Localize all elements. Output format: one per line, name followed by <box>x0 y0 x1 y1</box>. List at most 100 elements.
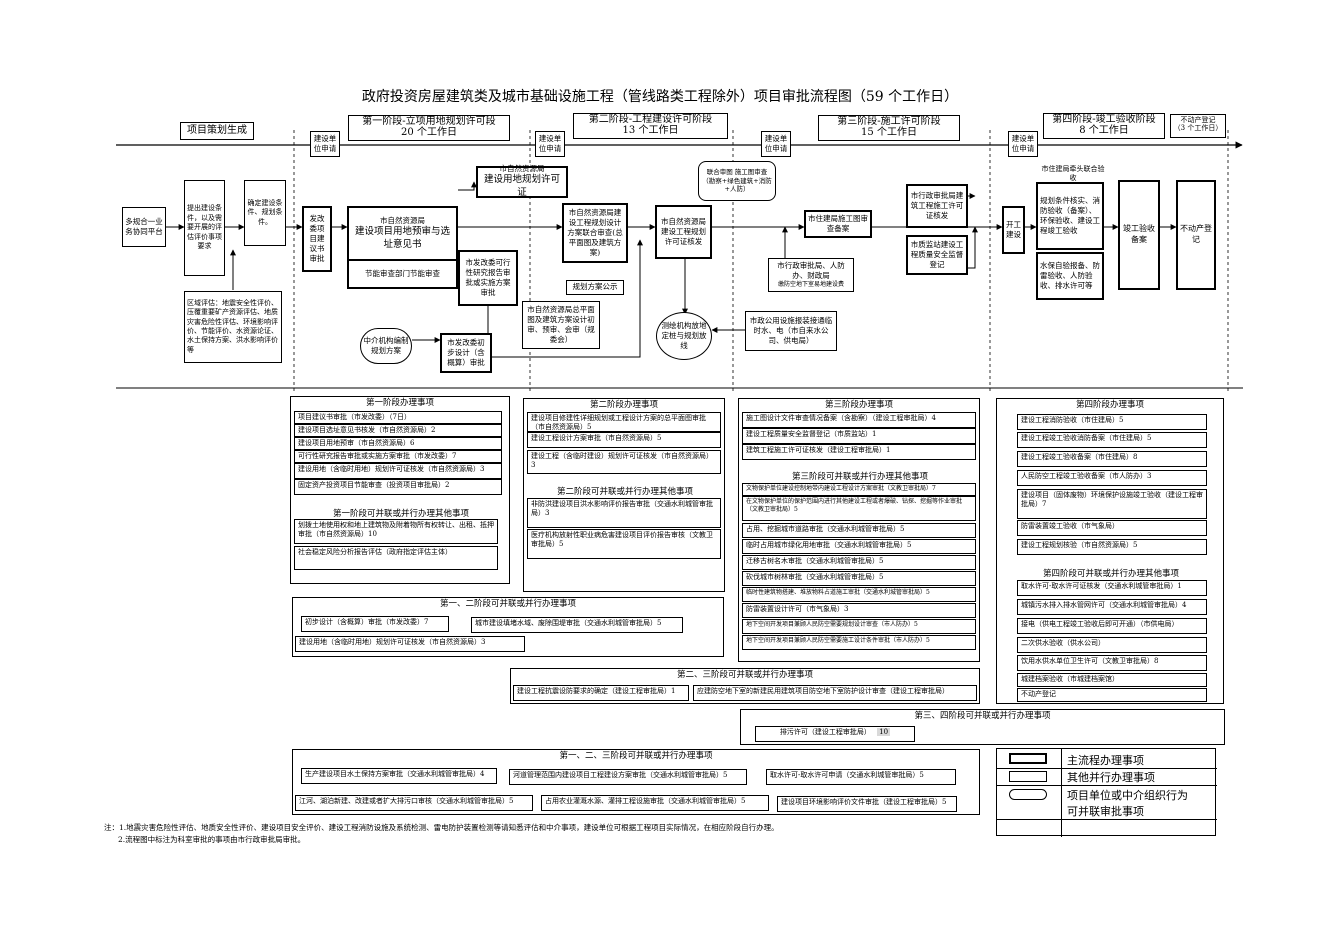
panel-stage4-item: 建设工程规划核验（市自然资源局）5 <box>1017 539 1207 555</box>
fgw-feasibility-box: 市发改委可行性研究报告审批或实施方案审批 <box>458 250 518 306</box>
legend-row-divider <box>997 819 1217 820</box>
plan-review-box: 市自然资源局总平面图及建筑方案设计初审、预审、会审（规委会） <box>522 301 600 349</box>
panel-stage3-title: 第三阶段办理事项 <box>824 400 893 410</box>
panel-stage3-subitem: 防雷装置设计许可（市气象局）3 <box>742 603 976 618</box>
completion-filing-box: 竣工验收备案 <box>1118 180 1160 290</box>
panel-stage4-item: 建设工程竣工验收消防备案（市住建局）5 <box>1017 432 1207 448</box>
panel-stage34-item-label: 排污许可（建设工程审批局） <box>779 728 871 736</box>
legend-main-label: 主流程办理事项 <box>1067 754 1144 767</box>
panel-stage34-item-days: 10 <box>877 728 891 736</box>
legend: 主流程办理事项 其他并行办理事项 项目单位或中介组织行为 可并联审批事项 <box>996 748 1217 837</box>
agency-box: 中介机构编制规划方案 <box>360 328 412 364</box>
utilities-box: 市政公用设施报装接通临时水、电（市自来水公司、供电局） <box>745 311 837 351</box>
water-accept-box: 水保自验报备、防雷验收、人防验收、排水许可等 <box>1036 252 1104 300</box>
panel-stage123-item: 生产建设项目水土保持方案审批（交通水利城管审批局）4 <box>301 768 497 784</box>
stage-1: 第一阶段-立项用地规划许可段 20 个工作日 <box>348 115 510 141</box>
plan-public-box: 规划方案公示 <box>566 280 624 295</box>
land-permit-box: 市自然资源局 建设用地规划许可证 <box>476 164 568 198</box>
panel-stage23: 第二、三阶段可并联或并行办理事项 建设工程抗震设防要求的确定（建设工程审批局）1… <box>510 668 980 704</box>
panel-stage4-item: 建设项目（固体废物）环境保护设施竣工验收（建设工程审批局）7 <box>1017 489 1207 519</box>
panel-stage1-item: 建设项目用地预审（市自然资源局）6 <box>294 437 502 450</box>
quality-supervision-box: 市质监站建设工程质量安全监督登记 <box>906 235 968 275</box>
panel-stage4-subitem: 接电（供电工程竣工验收后即可开通）（市供电局） <box>1017 618 1207 634</box>
panel-stage4-item: 建设工程消防验收（市住建局）5 <box>1017 414 1207 430</box>
legend-row-divider <box>1061 749 1062 837</box>
fgw-design-box: 市发改委初步设计（含概算）审批 <box>440 333 492 373</box>
air-defense-sub: 缴防空地下室易地建设费 <box>777 281 844 289</box>
panel-stage4-title: 第四阶段办理事项 <box>1075 400 1144 410</box>
apply-box-4: 建设单位申请 <box>1008 131 1038 157</box>
legend-parallel-label: 可并联审批事项 <box>1067 805 1144 818</box>
panel-stage3-item: 建设工程质量安全监督登记（市质监站）1 <box>742 428 976 444</box>
panel-stage123-item: 建设项目环境影响评价文件审批（建设工程审批局）5 <box>777 796 957 812</box>
panel-stage3-subitem: 迁移古树名木审批（交通水利城管审批局）5 <box>742 555 976 570</box>
panel-stage1-item: 可行性研究报告审批或实施方案审批（市发改委）7 <box>294 450 502 463</box>
drawing-filing-box: 市住建局施工图审查备案 <box>804 210 872 238</box>
panel-stage1-title: 第一阶段办理事项 <box>365 398 434 408</box>
panel-stage4-subitem: 城镇污水排入排水管网许可（交通水利城管审批局）4 <box>1017 599 1207 615</box>
stage-2-days: 13 个工作日 <box>622 125 679 136</box>
panel-stage2-subitem: 医疗机构放射性职业病危害建设项目评价报告审核（文教卫审批局）5 <box>527 529 721 559</box>
survey-box: 测绘机构放地定桩与规划放线 <box>656 312 712 360</box>
panel-stage123-item: 取水许可-取水许可申请（交通水利城管审批局）5 <box>766 769 956 785</box>
joint-accept-title: 市住建局牵头联合验收 <box>1041 165 1105 183</box>
stage-1-days: 20 个工作日 <box>401 127 457 138</box>
panel-stage12-item: 建设用地（含临时用地）规划许可证核发（市自然资源局）3 <box>295 636 525 652</box>
panel-stage23-item: 建设工程抗震设防要求的确定（建设工程审批局）1 <box>513 685 689 701</box>
stage-4-days: 8 个工作日 <box>1079 125 1129 136</box>
stage-0: 项目策划生成 <box>180 122 254 140</box>
note-1: 注：1.地震灾害危险性评估、地质安全性评价、建设项目安全评价、建设工程消防设施及… <box>104 823 779 832</box>
start-box: 开工建设 <box>1002 206 1025 254</box>
panel-stage3-subitem: 临时性建筑物搭建、堆放物料占道施工审批（交通水利城管审批局）5 <box>742 587 976 602</box>
apply-box-2: 建设单位申请 <box>535 131 565 157</box>
panel-stage3-subitem: 占用、挖掘城市道路审批（交通水利城管审批局）5 <box>742 523 976 538</box>
panel-stage3-subitem: 地下空间开发项目兼顾人民防空需要规划设计审查（市人防办）5 <box>742 619 976 634</box>
panel-stage23-item: 应建防空地下室的新建民用建筑项目防空地下室防护设计审查（建设工程审批局） <box>693 685 977 701</box>
air-defense-text: 市行政审批局、人防办、财政局 <box>777 260 845 280</box>
apply-box-1: 建设单位申请 <box>310 131 340 157</box>
panel-stage23-title: 第二、三阶段可并联或并行办理事项 <box>676 670 813 680</box>
stage-4: 第四阶段-竣工验收阶段 8 个工作日 <box>1043 113 1165 139</box>
stage-3: 第三阶段-施工许可阶段 15 个工作日 <box>818 115 960 141</box>
panel-stage1-item: 建设用地（含临时用地）规划许可证核发（市自然资源局）3 <box>294 463 502 479</box>
panel-stage2-item: 建设项目修建性详细规划或工程设计方案的总平面图审批（市自然资源局）5 <box>527 412 721 432</box>
panel-stage4-subtitle: 第四阶段可并联或并行办理其他事项 <box>1042 569 1179 579</box>
eng-plan-box: 市自然资源局建设工程规划设计方案联合审查(总平面图及建筑方案) <box>562 203 628 263</box>
panel-stage34: 第三、四阶段可并联或并行办理事项 排污许可（建设工程审批局） 10 <box>740 709 1225 745</box>
panel-stage12-item: 城市建设填堵水域、废除围堤审批（交通水利城管审批局）5 <box>471 617 683 633</box>
panel-stage3: 第三阶段办理事项 施工图设计文件审查情况备案（含勘察）（建设工程审批局）4 建设… <box>738 398 980 662</box>
stage-1-name: 第一阶段-立项用地规划许可段 <box>362 116 496 127</box>
panel-stage1-subtitle: 第一阶段可并联或并行办理其他事项 <box>332 509 469 519</box>
legend-swatch-other <box>1009 771 1047 782</box>
stage-2-name: 第二阶段-工程建设许可阶段 <box>588 114 713 125</box>
panel-stage3-subitem: 文物保护单位建设控制地带内建设工程设计方案审批（文教卫审批局）7 <box>742 483 976 496</box>
stage-5-name: 不动产登记 <box>1180 116 1216 124</box>
panel-stage3-subitem: 在文物保护单位的保护范围内进行其他建设工程或者爆破、钻探、挖掘等作业审批（文教卫… <box>742 496 976 521</box>
panel-stage12: 第一、二阶段可并联或并行办理事项 初步设计（含概算）审批（市发改委）7 城市建设… <box>292 597 724 657</box>
panel-stage123-item: 河道管理范围内建设项目工程建设方案审批（交通水利城管审批局）5 <box>509 769 747 785</box>
panel-stage4-item: 人民防空工程竣工验收备案（市人防办）3 <box>1017 470 1207 486</box>
panel-stage4: 第四阶段办理事项 建设工程消防验收（市住建局）5 建设工程竣工验收消防备案（市住… <box>996 398 1224 704</box>
panel-stage1: 第一阶段办理事项 项目建议书审批（市发改委）（7日） 建设项目选址意见书核发（市… <box>290 396 510 584</box>
panel-stage1-item: 固定资产投资项目节能审查（投资项目审批局）2 <box>294 479 502 495</box>
panel-stage3-subitem: 临时占用城市绿化用地审批（交通水利城管审批局）5 <box>742 539 976 554</box>
eng-permit-box: 市自然资源局建设工程规划许可证核发 <box>655 205 712 259</box>
panel-stage4-subitem: 二次供水验收（供水公司） <box>1017 637 1207 653</box>
joint-review-box: 联合审图 施工图审查（勘察+绿色建筑+消防+人防） <box>698 161 776 201</box>
stage-0-label: 项目策划生成 <box>187 125 247 136</box>
panel-stage2-item: 建设工程设计方案审批（市自然资源局）5 <box>527 432 721 448</box>
legend-row-divider <box>997 768 1217 769</box>
panel-stage3-subtitle: 第三阶段可并联或并行办理其他事项 <box>791 472 928 482</box>
stage-3-name: 第三阶段-施工许可阶段 <box>837 116 941 127</box>
panel-stage34-item: 排污许可（建设工程审批局） 10 <box>755 726 915 742</box>
panel-stage1-subitem: 社会稳定风险分析报告评估（政府指定评估主体） <box>294 546 498 570</box>
panel-stage1-item: 建设项目选址意见书核发（市自然资源局）2 <box>294 424 502 437</box>
site-opinion-head: 市自然资源局 <box>380 216 425 226</box>
legend-row-divider <box>997 785 1217 786</box>
panel-stage123-item: 江河、湖泊新建、改建或者扩大排污口审核（交通水利城管审批局）5 <box>295 795 533 811</box>
panel-stage123: 第一、二、三阶段可并联或并行办理事项 生产建设项目水土保持方案审批（交通水利城管… <box>292 749 980 815</box>
site-opinion-box: 市自然资源局 建设项目用地预审与选址意见书 <box>347 206 458 262</box>
stage-3-days: 15 个工作日 <box>861 127 917 138</box>
panel-stage4-subitem: 不动产登记 <box>1017 688 1207 702</box>
